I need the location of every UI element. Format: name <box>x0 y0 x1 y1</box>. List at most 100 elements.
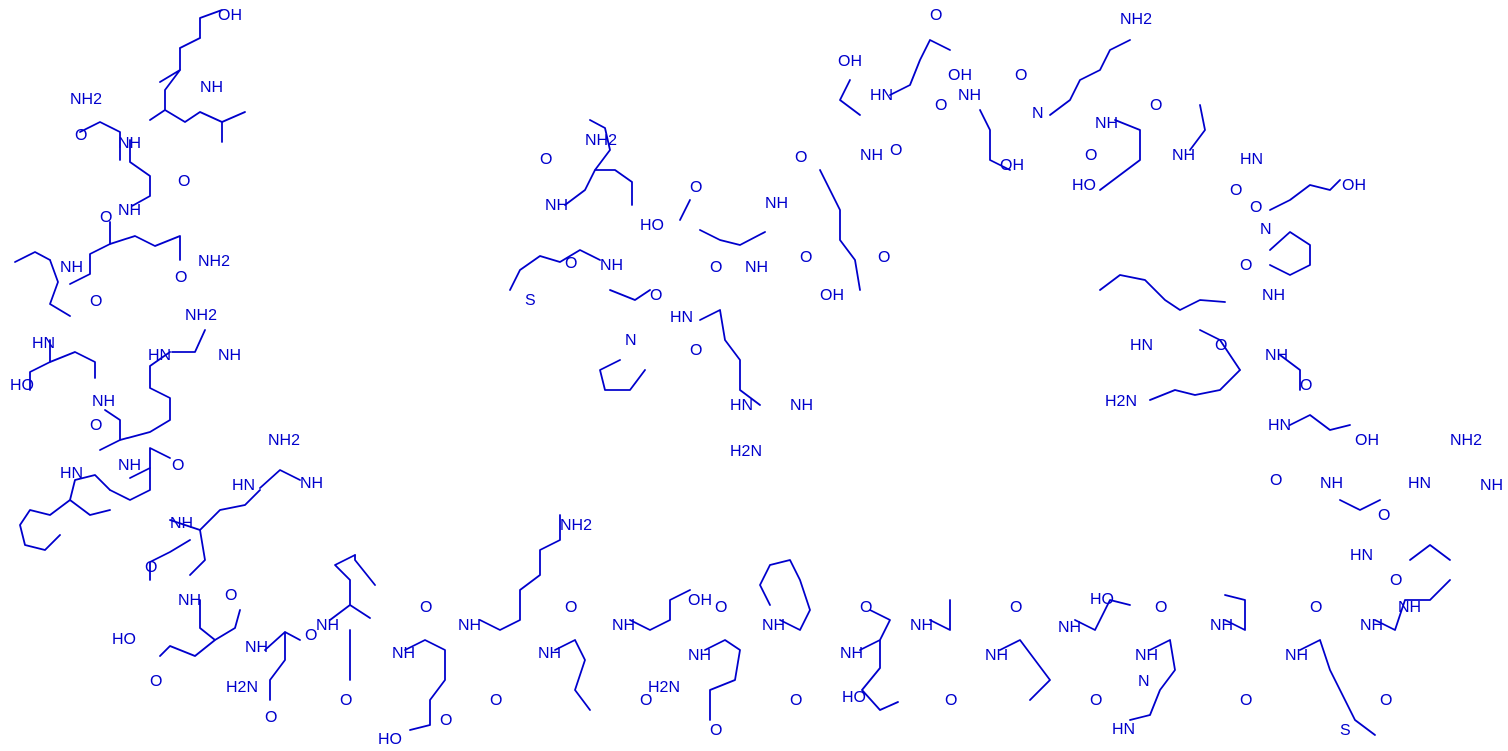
atom-label-o: O <box>90 417 102 434</box>
atom-label-o: O <box>1380 692 1392 709</box>
atom-label-o: O <box>565 255 577 272</box>
atom-label-nh2: NH2 <box>185 307 217 324</box>
atom-label-o: O <box>715 599 727 616</box>
bond-proline <box>1269 231 1311 276</box>
atom-label-o: O <box>795 149 807 166</box>
bond-lysine <box>1049 39 1131 116</box>
atom-label-o: O <box>1240 692 1252 709</box>
bond-indole <box>19 499 71 551</box>
atom-label-o: O <box>710 259 722 276</box>
bond-leucine <box>221 111 246 123</box>
atom-label-o: O <box>225 587 237 604</box>
atom-label-nh: NH <box>612 617 635 634</box>
atom-label-ho: HO <box>842 689 866 706</box>
atom-label-o: O <box>1300 377 1312 394</box>
atom-label-nh: NH <box>316 617 339 634</box>
bond-indole <box>69 474 111 516</box>
bond-backbone <box>149 539 191 581</box>
atom-label-nh: NH <box>60 259 83 276</box>
atom-label-oh: OH <box>838 53 862 70</box>
atom-label-nh: NH <box>1058 619 1081 636</box>
atom-label-o: O <box>640 692 652 709</box>
bond-threonine <box>839 79 861 116</box>
atom-label-o: O <box>1010 599 1022 616</box>
bond-phenylalanine <box>759 559 811 631</box>
atom-label-o: O <box>650 287 662 304</box>
atom-label-hn: HN <box>1268 417 1291 434</box>
atom-label-nh: NH <box>1480 477 1503 494</box>
bond-valine <box>594 169 633 206</box>
bond-serine <box>629 589 691 631</box>
atom-label-ho: HO <box>1090 591 1114 608</box>
bond-threonine <box>1074 599 1131 631</box>
bond-arginine <box>259 469 301 489</box>
atom-label-nh: NH <box>118 202 141 219</box>
bond-backbone <box>149 69 181 121</box>
atom-label-nh2: NH2 <box>70 91 102 108</box>
atom-label-nh: NH <box>1320 475 1343 492</box>
bond-alanine <box>929 599 951 631</box>
bond-leucine <box>164 109 223 143</box>
bond-methionine <box>509 249 601 291</box>
atom-label-o: O <box>690 179 702 196</box>
bond-arginine <box>171 329 206 353</box>
atom-label-o: O <box>1215 337 1227 354</box>
bond-glutamate <box>819 169 861 291</box>
bond-serine <box>1269 179 1341 211</box>
atom-label-hn: HN <box>730 397 753 414</box>
atom-label-h2n: H2N <box>648 679 680 696</box>
atom-label-nh: NH <box>1360 617 1383 634</box>
bond-valine <box>999 639 1051 701</box>
atom-label-o: O <box>690 342 702 359</box>
atom-label-o: O <box>1085 147 1097 164</box>
bond-backbone <box>129 139 151 207</box>
atom-label-nh: NH <box>1172 147 1195 164</box>
atom-label-n: N <box>1260 221 1272 238</box>
bond-backbone <box>1199 329 1241 371</box>
atom-label-n: N <box>1032 105 1044 122</box>
atom-label-n: N <box>625 332 637 349</box>
atom-label-o: O <box>172 457 184 474</box>
atom-label-nh2: NH2 <box>585 132 617 149</box>
atom-label-ho: HO <box>112 631 136 648</box>
atom-label-o: O <box>1270 472 1282 489</box>
bond-backbone <box>99 409 121 451</box>
bond-leucine <box>354 554 376 586</box>
atom-label-nh: NH <box>1265 347 1288 364</box>
atom-label-nh: NH <box>765 195 788 212</box>
atom-label-o: O <box>100 209 112 226</box>
bond-alanine <box>1189 104 1206 151</box>
atom-label-nh: NH <box>840 645 863 662</box>
atom-label-o: O <box>340 692 352 709</box>
bond-backbone <box>564 119 611 206</box>
atom-label-o: O <box>1250 199 1262 216</box>
atom-label-o: O <box>175 269 187 286</box>
atom-label-oh: OH <box>1355 432 1379 449</box>
atom-label-o: O <box>490 692 502 709</box>
atom-label-nh2: NH2 <box>1450 432 1482 449</box>
atom-label-o: O <box>265 709 277 726</box>
bond-leucine <box>1374 579 1451 631</box>
atom-label-nh: NH <box>1262 287 1285 304</box>
bond-backbone <box>69 221 111 285</box>
atom-label-oh: OH <box>820 287 844 304</box>
bond-glutamate <box>679 199 691 221</box>
atom-label-ho: HO <box>378 731 402 748</box>
bond-serine <box>1289 414 1351 431</box>
bond-tryptophan <box>1099 274 1226 311</box>
atom-label-nh: NH <box>92 393 115 410</box>
atom-label-o: O <box>90 293 102 310</box>
atom-label-o: O <box>710 722 722 739</box>
atom-label-hn: HN <box>670 309 693 326</box>
atom-label-nh: NH <box>762 617 785 634</box>
atom-label-o: O <box>440 712 452 729</box>
atom-label-oh: OH <box>1000 157 1024 174</box>
atom-label-oh: OH <box>688 592 712 609</box>
atom-label-nh: NH <box>1135 647 1158 664</box>
atom-label-nh: NH <box>1210 617 1233 634</box>
atom-label-nh2: NH2 <box>268 432 300 449</box>
atom-label-nh: NH <box>545 197 568 214</box>
atom-label-nh: NH <box>118 457 141 474</box>
atom-label-o: O <box>420 599 432 616</box>
